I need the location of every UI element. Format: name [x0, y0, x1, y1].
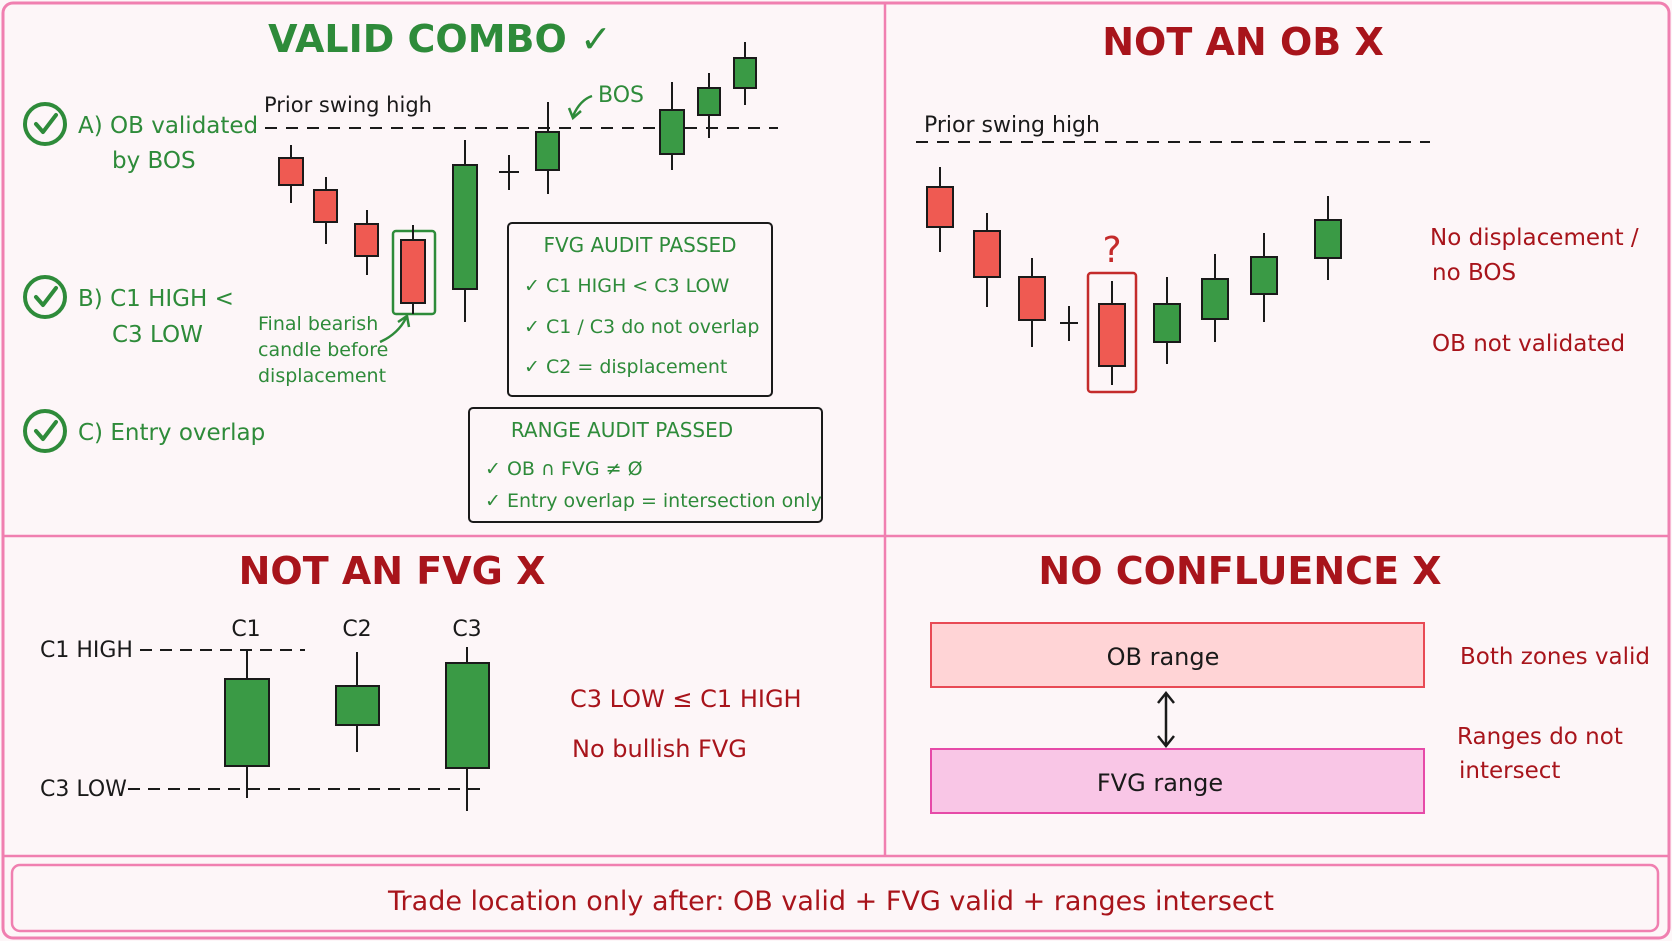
- not-ob-note1-line2: no BOS: [1432, 260, 1516, 286]
- ranges-note-line2: intersect: [1459, 758, 1560, 784]
- not-ob-candle-3: [1018, 276, 1046, 321]
- gap-arrow-down-icon: [1157, 735, 1175, 749]
- valid-candle-8: [697, 87, 721, 116]
- no-confluence-panel: NO CONFLUENCE X OB range FVG range Both …: [930, 549, 1650, 814]
- bos-arrowhead: [567, 107, 582, 121]
- displacement-candle: [452, 164, 478, 290]
- questionable-ob-box: [1086, 271, 1138, 394]
- not-ob-panel: NOT AN OB X Prior swing high ? No di: [916, 20, 1639, 394]
- bos-candle: [535, 131, 560, 171]
- ob-candle: [400, 239, 426, 304]
- ob-range-label: OB range: [1107, 643, 1220, 671]
- valid-candle-9: [733, 57, 757, 89]
- not-fvg-note1: C3 LOW ≤ C1 HIGH: [570, 685, 802, 713]
- fvg-audit-item: ✓ C2 = displacement: [524, 356, 727, 378]
- valid-swing-label: Prior swing high: [264, 93, 432, 117]
- c3-candle: [445, 662, 490, 769]
- check-b-line2: C3 LOW: [112, 322, 203, 348]
- valid-candles: [278, 42, 757, 322]
- valid-candle-2: [313, 189, 338, 223]
- check-c-label: C) Entry overlap: [78, 420, 265, 446]
- both-zones-valid-label: Both zones valid: [1460, 644, 1650, 670]
- bos-label: BOS: [598, 83, 644, 108]
- final-bearish-arrowhead: [397, 313, 411, 328]
- not-ob-candle-1: [926, 186, 954, 228]
- c1-candle: [224, 678, 270, 767]
- c2-candle: [335, 685, 380, 726]
- check-a-line2: by BOS: [112, 148, 196, 174]
- final-bearish-line1: Final bearish: [258, 313, 378, 335]
- no-confluence-title: NO CONFLUENCE X: [1038, 549, 1441, 593]
- valid-candle-1: [278, 157, 304, 186]
- range-audit-title: RANGE AUDIT PASSED: [511, 418, 733, 442]
- c1-high-label: C1 HIGH: [40, 638, 133, 663]
- not-ob-candle-8: [1314, 219, 1342, 259]
- footer-box: [10, 863, 1660, 933]
- range-audit-box: [468, 407, 823, 523]
- valid-combo-panel: VALID COMBO ✓ A) OB validated by BOS B) …: [23, 17, 823, 523]
- check-b-icon: [23, 275, 67, 319]
- not-fvg-title: NOT AN FVG X: [239, 549, 546, 593]
- not-ob-candle-2: [973, 230, 1001, 278]
- fvg-audit-title: FVG AUDIT PASSED: [543, 233, 736, 257]
- valid-candle-3: [354, 223, 379, 257]
- not-fvg-note2: No bullish FVG: [572, 735, 747, 763]
- not-ob-candle-6: [1201, 278, 1229, 320]
- not-ob-candles: ?: [926, 167, 1342, 394]
- valid-title: VALID COMBO ✓: [268, 17, 612, 61]
- check-a-icon: [23, 102, 67, 146]
- check-c-icon: [23, 409, 67, 453]
- valid-candle-7: [659, 109, 685, 155]
- fvg-range-box: [930, 748, 1425, 814]
- question-mark: ?: [1102, 230, 1121, 271]
- check-b-line1: B) C1 HIGH <: [78, 286, 234, 312]
- fvg-range-label: FVG range: [1097, 769, 1223, 797]
- range-audit-item: ✓ Entry overlap = intersection only: [485, 490, 822, 512]
- fvg-audit-item: ✓ C1 / C3 do not overlap: [524, 316, 759, 338]
- check-a-line1: A) OB validated: [78, 113, 258, 139]
- final-bearish-arrow: [379, 317, 408, 344]
- not-ob-swing-label: Prior swing high: [924, 113, 1100, 138]
- bos-arrow: [571, 94, 593, 117]
- not-ob-note1-line1: No displacement /: [1430, 225, 1639, 251]
- final-bearish-line2: candle before: [258, 339, 388, 361]
- gap-arrow-up-icon: [1157, 690, 1175, 704]
- ob-range-box: [930, 622, 1425, 688]
- questionable-ob-candle: [1098, 303, 1126, 367]
- fvg-audit-box: [507, 222, 773, 397]
- not-fvg-panel: NOT AN FVG X C1 C2 C3 C1 HIGH C3 LOW C3 …: [40, 549, 802, 811]
- ranges-note-line1: Ranges do not: [1457, 724, 1623, 750]
- fvg-audit-item: ✓ C1 HIGH < C3 LOW: [524, 275, 730, 297]
- c1-label: C1: [231, 617, 260, 642]
- not-ob-title: NOT AN OB X: [1102, 20, 1384, 64]
- final-bearish-line3: displacement: [258, 365, 386, 387]
- range-audit-item: ✓ OB ∩ FVG ≠ Ø: [485, 458, 643, 480]
- c3-label: C3: [452, 617, 481, 642]
- not-ob-candle-7: [1250, 256, 1278, 295]
- footer-rule: Trade location only after: OB valid + FV…: [387, 886, 1274, 917]
- not-ob-note2: OB not validated: [1432, 331, 1625, 357]
- c2-label: C2: [342, 617, 371, 642]
- not-ob-candle-5: [1153, 303, 1181, 343]
- c3-low-label: C3 LOW: [40, 777, 127, 802]
